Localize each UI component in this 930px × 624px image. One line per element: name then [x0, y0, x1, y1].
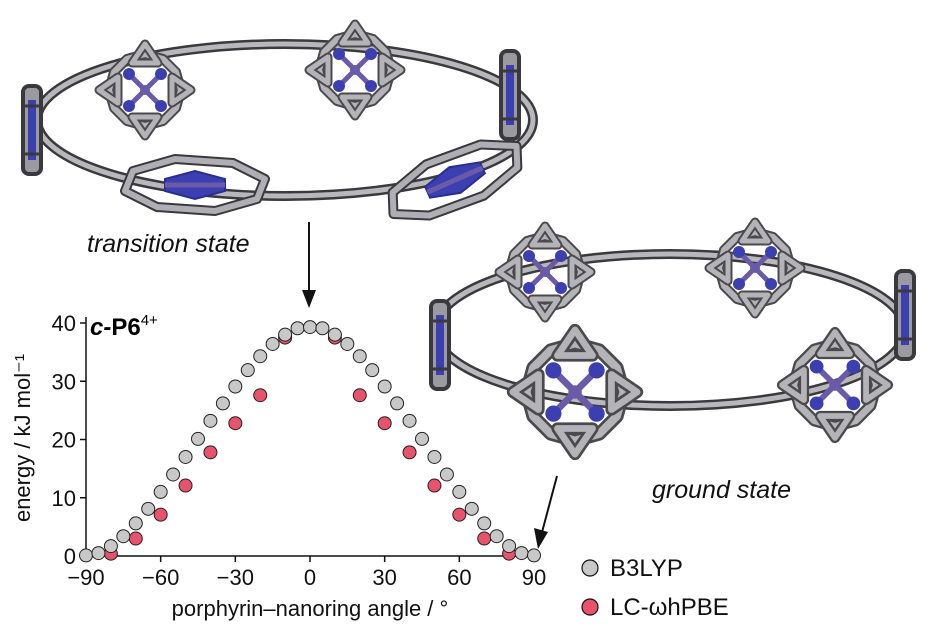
legend-item-b3lyp: B3LYP — [581, 555, 683, 582]
b3lyp-point — [439, 467, 454, 482]
b3lyp-point — [228, 379, 243, 394]
b3lyp-point — [79, 548, 93, 563]
b3lyp-point — [427, 449, 442, 464]
b3lyp-point — [240, 363, 255, 378]
lc-whpbe-point — [253, 388, 268, 403]
chart-title-superscript: 4+ — [141, 312, 158, 329]
b3lyp-point — [103, 539, 118, 554]
x-tick-label: 60 — [447, 565, 471, 590]
b3lyp-point — [352, 349, 367, 364]
transition-state-nanoring-model — [21, 24, 538, 232]
b3lyp-point — [278, 327, 293, 342]
b3lyp-point — [327, 327, 342, 342]
b3lyp-point — [215, 396, 230, 411]
b3lyp-point — [116, 529, 131, 544]
b3lyp-point — [128, 516, 143, 531]
lc-whpbe-point — [427, 478, 442, 493]
chart-points — [79, 320, 541, 563]
b3lyp-point — [390, 396, 405, 411]
lc-whpbe-point — [452, 507, 467, 522]
chart-title: c-P64+ — [90, 312, 158, 341]
transition-state-label: transition state — [87, 230, 250, 258]
chart-title-prefix: c- — [90, 314, 111, 341]
lc-whpbe-point — [178, 478, 193, 493]
chart-axes — [85, 317, 536, 557]
transition-state-arrow — [302, 222, 316, 308]
chart-legend: B3LYP LC-ωhPBE — [581, 555, 729, 621]
b3lyp-point — [527, 548, 541, 563]
b3lyp-point — [265, 336, 280, 351]
x-tick-label: −90 — [67, 565, 104, 590]
b3lyp-point — [178, 449, 193, 464]
y-tick-label: 0 — [64, 544, 76, 569]
y-tick-label: 40 — [52, 311, 76, 336]
b3lyp-point — [477, 516, 492, 531]
lc-whpbe-point — [203, 445, 218, 460]
b3lyp-point — [502, 539, 517, 554]
b3lyp-point — [415, 431, 429, 446]
b3lyp-point — [377, 379, 392, 394]
b3lyp-point — [91, 546, 106, 561]
y-axis-title: energy / kJ mol⁻¹ — [10, 354, 35, 522]
b3lyp-point — [153, 484, 168, 499]
x-tick-label: 30 — [372, 565, 396, 590]
b3lyp-point — [452, 484, 467, 499]
chart-ticks: −90 −60 −30 0 30 60 90 0 10 20 30 40 — [52, 311, 547, 590]
y-tick-label: 30 — [52, 369, 76, 394]
b3lyp-point — [141, 501, 156, 516]
b3lyp-point — [489, 529, 504, 544]
legend-item-lc-whpbe: LC-ωhPBE — [581, 594, 729, 621]
b3lyp-point — [514, 546, 529, 561]
legend-swatch-b3lyp — [581, 559, 599, 577]
x-tick-label: 90 — [522, 565, 546, 590]
b3lyp-point — [290, 321, 305, 336]
legend-swatch-lc-whpbe — [581, 598, 599, 616]
lc-whpbe-point — [153, 507, 168, 522]
x-axis-title: porphyrin–nanoring angle / ° — [172, 596, 449, 621]
y-tick-label: 20 — [52, 428, 76, 453]
b3lyp-point — [203, 413, 218, 428]
b3lyp-point — [303, 320, 317, 335]
lc-whpbe-point — [228, 416, 243, 431]
b3lyp-point — [402, 413, 417, 428]
b3lyp-point — [464, 501, 479, 516]
b3lyp-point — [166, 467, 181, 482]
chart-title-main: P6 — [111, 314, 140, 341]
lc-whpbe-point — [377, 416, 392, 431]
legend-label-lc-whpbe: LC-ωhPBE — [610, 594, 729, 621]
b3lyp-point — [315, 321, 330, 336]
y-tick-label: 10 — [52, 486, 76, 511]
b3lyp-point — [340, 336, 355, 351]
x-tick-label: −60 — [142, 565, 179, 590]
x-tick-label: 0 — [304, 565, 316, 590]
b3lyp-point — [253, 349, 268, 364]
ground-state-nanoring-model — [429, 222, 916, 454]
b3lyp-point — [191, 431, 205, 446]
ground-state-label: ground state — [652, 476, 791, 504]
b3lyp-point — [365, 363, 380, 378]
ground-state-arrow — [534, 475, 558, 549]
lc-whpbe-point — [477, 531, 492, 546]
lc-whpbe-point — [128, 531, 143, 546]
energy-profile-chart: c-P64+ −90 −60 −30 0 30 60 90 0 10 20 30 40 porphyr… — [10, 311, 546, 621]
lc-whpbe-point — [402, 445, 417, 460]
lc-whpbe-point — [352, 388, 367, 403]
x-tick-label: −30 — [217, 565, 254, 590]
legend-label-b3lyp: B3LYP — [610, 555, 683, 582]
